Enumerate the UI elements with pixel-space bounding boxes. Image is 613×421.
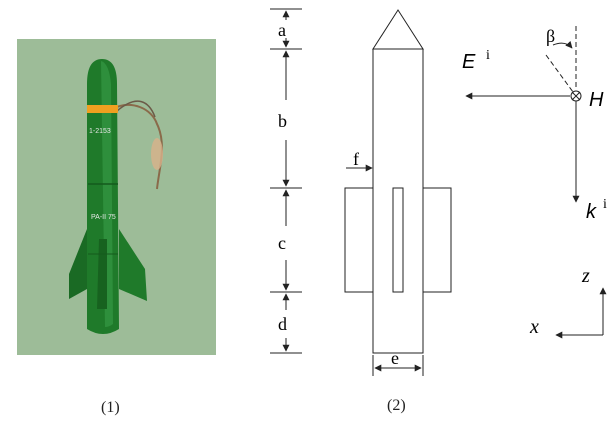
left-fin (344, 187, 374, 293)
rocket-photo: 1-2153 PA-II 75 (17, 39, 216, 355)
dim-label-a: a (278, 20, 286, 40)
rocket-photo-illustration: 1-2153 PA-II 75 (69, 59, 163, 334)
photo-marking-model: PA-II 75 (91, 214, 116, 221)
magnetic-field-label: H (589, 89, 604, 111)
magnetic-field-symbol (570, 90, 582, 102)
axis-z-label: z (581, 265, 590, 287)
axis-x-label: x (529, 316, 539, 338)
wave-vector-label: k (586, 201, 597, 223)
right-fin (422, 187, 452, 293)
body-tube (372, 48, 424, 354)
width-dimension (372, 355, 424, 376)
field-vectors (465, 26, 582, 203)
nose-cone (372, 9, 424, 50)
length-dimension-lines (270, 8, 302, 354)
angle-beta-label: β (546, 26, 555, 46)
figure-1-caption: (1) (101, 399, 120, 416)
coordinate-axes (555, 287, 607, 339)
dim-label-f: f (353, 149, 359, 169)
photo-marking-serial: 1-2153 (89, 128, 111, 135)
dim-label-c: c (278, 233, 286, 253)
electric-field-label: E (462, 51, 476, 73)
electric-field-superscript: i (486, 48, 490, 63)
dim-label-d: d (278, 314, 287, 334)
figure-2-caption: (2) (387, 397, 406, 414)
rocket-outline (344, 9, 452, 354)
dim-label-b: b (278, 111, 287, 131)
wave-vector-superscript: i (603, 197, 607, 212)
center-fin (392, 187, 404, 293)
dim-label-e: e (391, 348, 399, 368)
